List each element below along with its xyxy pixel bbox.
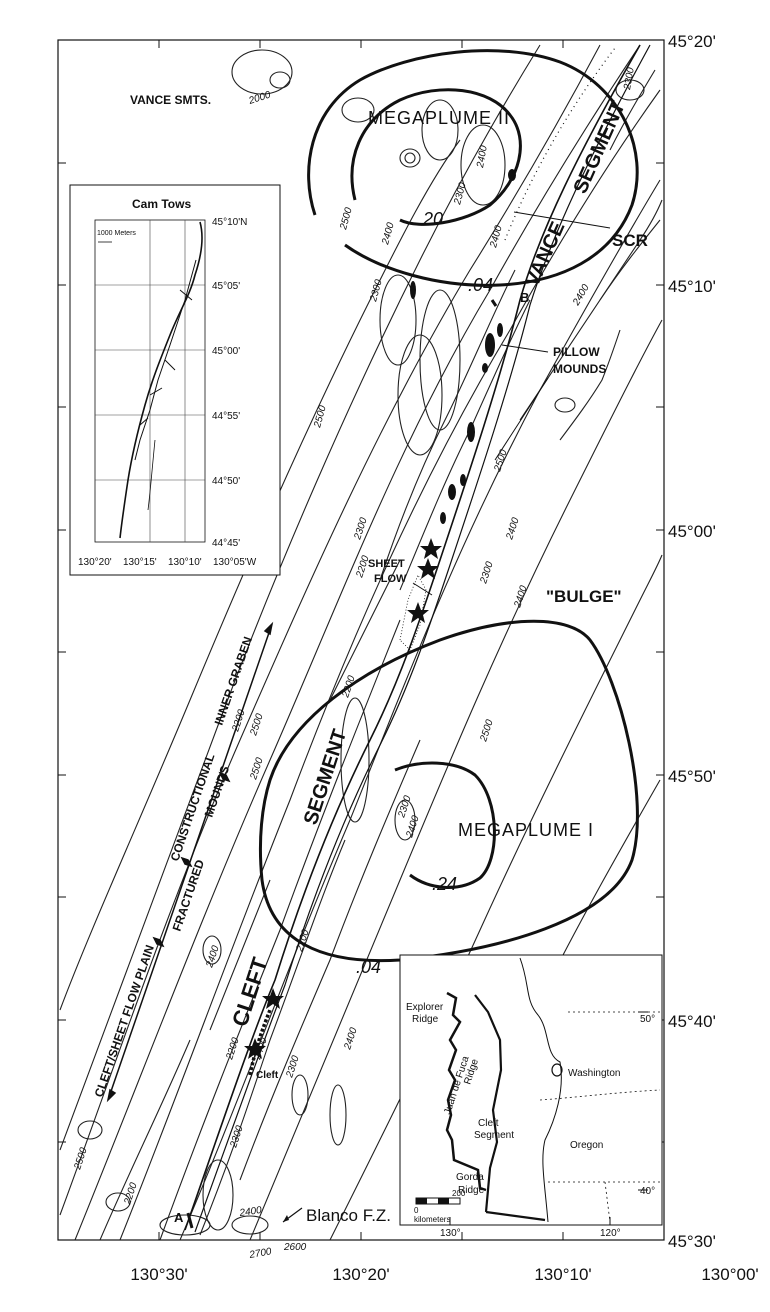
pillow-label: PILLOW bbox=[553, 345, 600, 359]
lon-label: 130°30' bbox=[130, 1265, 187, 1284]
cam-lat-label: 45°05' bbox=[212, 281, 240, 292]
cam-tows-inset bbox=[69, 184, 281, 576]
scale-0-label: 0 bbox=[414, 1206, 419, 1215]
lat50-label: 50° bbox=[640, 1014, 655, 1025]
scr-label: SCR bbox=[612, 231, 648, 250]
depth-label: 2600 bbox=[283, 1242, 307, 1253]
cam-lon-label: 130°05'W bbox=[213, 557, 257, 568]
lat40-label: 40° bbox=[640, 1186, 655, 1197]
region-inset bbox=[399, 954, 663, 1226]
explorer-label: Explorer bbox=[406, 1002, 444, 1013]
gorda-label: Gorda bbox=[456, 1172, 484, 1183]
depth-label: 2400 bbox=[238, 1205, 263, 1219]
megaplume-ii-label: MEGAPLUME II bbox=[368, 108, 510, 128]
ridge-axis bbox=[184, 44, 651, 1233]
lon-label: 130°00' bbox=[701, 1265, 758, 1284]
lon-label: 130°20' bbox=[332, 1265, 389, 1284]
mounds-label: MOUNDS bbox=[553, 362, 606, 376]
scale-200-label: 200 bbox=[452, 1189, 466, 1198]
bulge-label: "BULGE" bbox=[546, 587, 622, 606]
blanco-label: Blanco F.Z. bbox=[306, 1206, 391, 1225]
megaplume-isolines bbox=[258, 49, 639, 963]
lat-label: 45°10' bbox=[668, 277, 716, 296]
cam-tows-title: Cam Tows bbox=[132, 197, 191, 211]
isoline-values: .20 .04 .24 .04 bbox=[356, 209, 493, 977]
scale-unit-label: kilometers bbox=[414, 1215, 450, 1224]
cam-lat-label: 44°55' bbox=[212, 411, 240, 422]
cam-lat-label: 45°10'N bbox=[212, 217, 247, 228]
lat-label: 45°40' bbox=[668, 1012, 716, 1031]
lat-label: 45°20' bbox=[668, 32, 716, 51]
explorer-ridge-label: Ridge bbox=[412, 1014, 439, 1025]
cleft-seg-label: Cleft bbox=[478, 1118, 499, 1129]
cam-lon-label: 130°10' bbox=[168, 557, 202, 568]
lat-label: 45°30' bbox=[668, 1232, 716, 1251]
cam-lon-label: 130°15' bbox=[123, 557, 157, 568]
gorda-ridge-label: Ridge bbox=[458, 1185, 485, 1196]
latitude-labels: 45°20' 45°10' 45°00' 45°50' 45°40' 45°30… bbox=[668, 32, 716, 1251]
frame-ticks bbox=[58, 40, 664, 1240]
vance-smts-label: VANCE SMTS. bbox=[130, 93, 211, 107]
a-marker-label: A bbox=[174, 1210, 184, 1225]
cleft-small-label: Cleft bbox=[256, 1070, 279, 1081]
megaplume-i-label: MEGAPLUME I bbox=[458, 820, 594, 840]
washington-label: Washington bbox=[568, 1068, 620, 1079]
longitude-labels: 130°30' 130°20' 130°10' 130°00' bbox=[130, 1265, 758, 1284]
cam-lat-label: 44°45' bbox=[212, 538, 240, 549]
cam-tows-scale: 1000 Meters bbox=[97, 230, 136, 237]
cleft-seg2-label: Segment bbox=[474, 1130, 514, 1141]
cam-lat-label: 45°00' bbox=[212, 346, 240, 357]
cam-lat-label: 44°50' bbox=[212, 476, 240, 487]
sheet-label: SHEET bbox=[368, 558, 405, 570]
isoline-value: .04 bbox=[468, 275, 493, 295]
cam-lon-label: 130°20' bbox=[78, 557, 112, 568]
isoline-value: .04 bbox=[356, 957, 381, 977]
cam-tows-labels: Cam Tows 1000 Meters 45°10'N 45°05' 45°0… bbox=[78, 197, 257, 568]
isoline-value: .24 bbox=[432, 874, 457, 894]
lon130-label: 130° bbox=[440, 1228, 461, 1239]
lon-label: 130°10' bbox=[534, 1265, 591, 1284]
zone-arrows bbox=[106, 621, 274, 1103]
depth-label: 2700 bbox=[248, 1246, 273, 1261]
lat-label: 45°50' bbox=[668, 767, 716, 786]
lon120-label: 120° bbox=[600, 1228, 621, 1239]
oregon-label: Oregon bbox=[570, 1140, 603, 1151]
flow-label: FLOW bbox=[374, 573, 407, 585]
lat-label: 45°00' bbox=[668, 522, 716, 541]
depth-label: 2400 bbox=[475, 144, 490, 169]
b-marker-label: B bbox=[520, 290, 529, 305]
isoline-value: .20 bbox=[418, 209, 443, 229]
depth-label: 2300 bbox=[622, 66, 637, 91]
